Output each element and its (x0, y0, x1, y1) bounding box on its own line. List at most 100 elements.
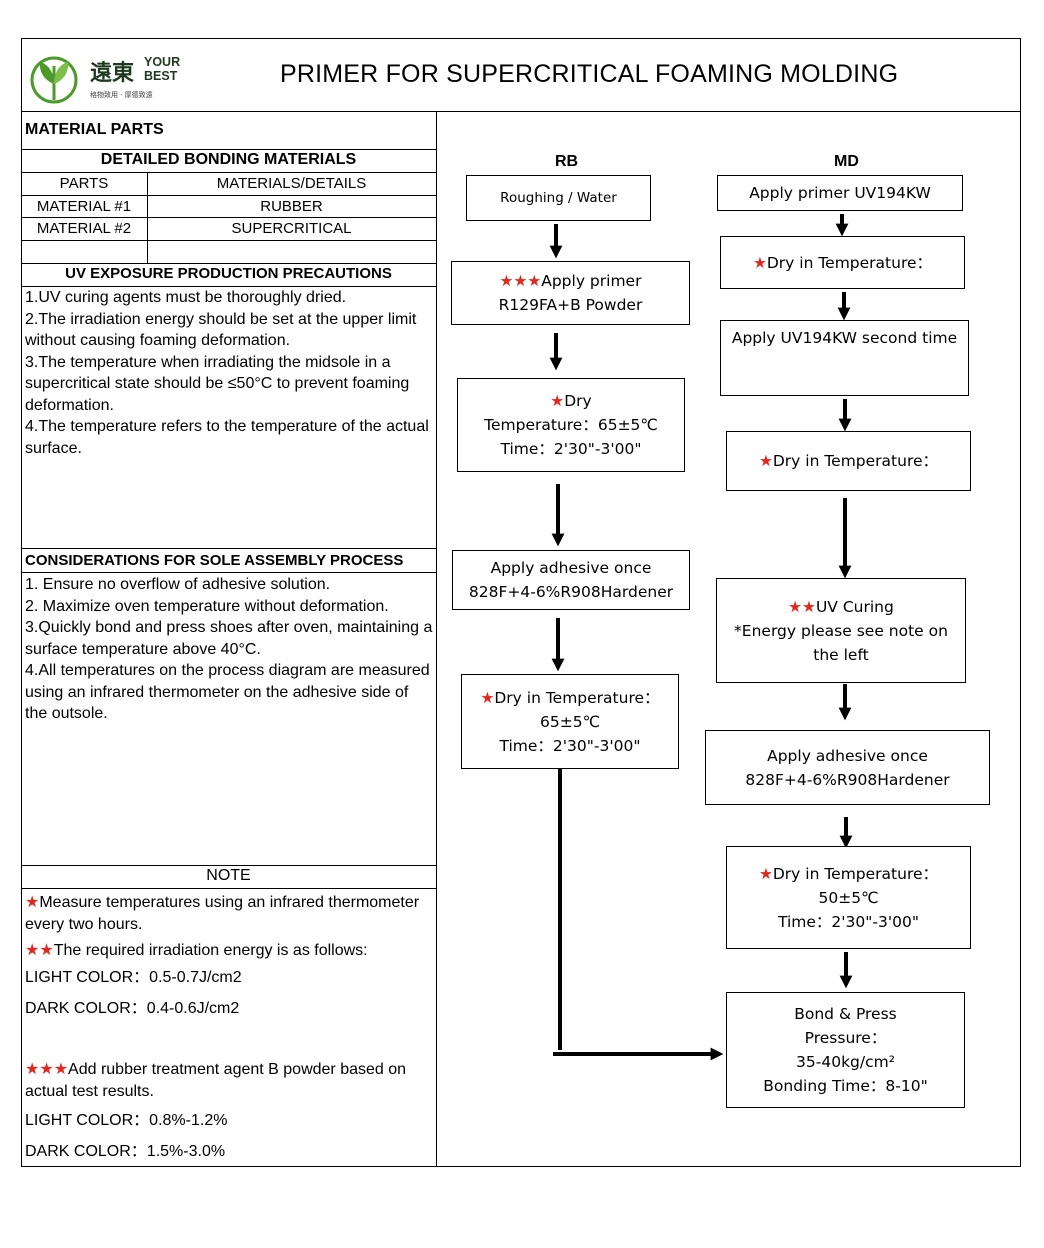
md-step-second-coat: Apply UV194KW second time (720, 320, 969, 396)
sole-assembly-heading: CONSIDERATIONS FOR SOLE ASSEMBLY PROCESS (25, 552, 404, 569)
section-line (21, 548, 436, 549)
material-parts-heading: MATERIAL PARTS (25, 121, 164, 138)
sole-item: 1. Ensure no overflow of adhesive soluti… (25, 576, 331, 593)
md-step5-note-2: the left (813, 645, 869, 664)
rb-step5-text: Dry in Temperature： (494, 688, 660, 707)
rb-step4-material: 828F+4-6%R908Hardener (468, 583, 674, 601)
star-icon: ★ (758, 452, 773, 470)
rb-step3-text: Dry (564, 392, 592, 410)
uv-precautions-heading: UV EXPOSURE PRODUCTION PRECAUTIONS (65, 265, 392, 282)
md-step8-time: Bonding Time：8-10" (763, 1077, 928, 1095)
column-divider (436, 111, 437, 1167)
uv-item: 3.The temperature when irradiating the m… (25, 353, 410, 414)
col-details-header: MATERIALS/DETAILS (216, 175, 367, 192)
uv-item: 2.The irradiation energy should be set a… (25, 310, 417, 350)
table-line (21, 217, 436, 218)
table-line (21, 149, 22, 286)
rb-step-adhesive: Apply adhesive once 828F+4-6%R908Hardene… (452, 550, 690, 610)
md-step5-note: *Energy please see note on (734, 621, 948, 640)
section-line (21, 572, 436, 573)
page-title: PRIMER FOR SUPERCRITICAL FOAMING MOLDING (280, 60, 899, 88)
uv-item: 1.UV curing agents must be thoroughly dr… (25, 289, 347, 306)
dark-color-powder: DARK COLOR：1.5%-3.0% (25, 1143, 226, 1160)
rb-column-label: RB (555, 153, 579, 170)
light-color-powder: LIGHT COLOR：0.8%-1.2% (25, 1112, 228, 1129)
rb-step1-text: Roughing / Water (500, 190, 617, 206)
rb-step3-temp: Temperature：65±5℃ (484, 416, 658, 434)
uv-precautions-list: 1.UV curing agents must be thoroughly dr… (25, 287, 433, 459)
note-3: ★★★Add rubber treatment agent B powder b… (25, 1059, 433, 1102)
star-icon: ★★★ (25, 1061, 69, 1078)
sole-item: 4.All temperatures on the process diagra… (25, 662, 430, 722)
star-icon: ★ (25, 894, 40, 911)
logo-english-text: YOUR BEST (144, 55, 180, 83)
md-step7-text: Dry in Temperature： (772, 864, 939, 883)
rb-step2-material: R129FA+B Powder (498, 296, 643, 314)
row1-part: MATERIAL #1 (36, 198, 132, 215)
header-divider (21, 111, 1021, 112)
note-2-text: The required irradiation energy is as fo… (53, 942, 368, 959)
md-step8-text: Bond & Press (794, 1005, 897, 1023)
md-step7-temp: 50±5℃ (818, 888, 879, 907)
rb-step-roughing: Roughing / Water (466, 175, 651, 221)
table-line (21, 263, 436, 264)
rb-step-apply-primer: ★★★Apply primer R129FA+B Powder (451, 261, 690, 325)
star-icon: ★ (550, 392, 565, 410)
star-icon: ★ (752, 253, 767, 272)
rb-step-dry-2: ★Dry in Temperature： 65±5℃ Time：2'30"-3'… (461, 674, 679, 769)
note-heading: NOTE (206, 867, 251, 884)
section-line (21, 865, 436, 866)
md-step8-pressure-label: Pressure： (804, 1029, 887, 1047)
logo-en-line1: YOUR (144, 55, 181, 69)
md-step-uv-curing: ★★UV Curing *Energy please see note on t… (716, 578, 966, 683)
row1-detail: RUBBER (260, 198, 323, 215)
md-step-adhesive: Apply adhesive once 828F+4-6%R908Hardene… (705, 730, 990, 805)
logo-chinese-text: 遠東 (90, 61, 135, 86)
table-line (21, 149, 436, 150)
dark-color-energy: DARK COLOR：0.4-0.6J/cm2 (25, 1000, 240, 1017)
light-color-energy: LIGHT COLOR：0.5-0.7J/cm2 (25, 969, 242, 986)
md-step4-text: Dry in Temperature： (772, 452, 939, 470)
md-step8-pressure: 35-40kg/cm² (796, 1053, 895, 1071)
md-step2-text: Dry in Temperature： (766, 253, 933, 272)
md-step6-material: 828F+4-6%R908Hardener (745, 770, 950, 789)
star-icon: ★★ (788, 597, 816, 616)
md-step-dry-3: ★Dry in Temperature： 50±5℃ Time：2'30"-3'… (726, 846, 971, 949)
table-line (21, 195, 436, 196)
flow-arrows (549, 214, 853, 1061)
note-1: ★Measure temperatures using an infrared … (25, 892, 433, 935)
detailed-bonding-heading: DETAILED BONDING MATERIALS (100, 151, 357, 168)
note-1-text: Measure temperatures using an infrared t… (25, 894, 420, 933)
star-icon: ★★★ (499, 272, 542, 290)
md-step6-text: Apply adhesive once (767, 746, 928, 765)
md-column-label: MD (834, 153, 859, 170)
row2-detail: SUPERCRITICAL (231, 220, 352, 237)
note-2: ★★The required irradiation energy is as … (25, 940, 433, 962)
rb-step3-time: Time：2'30"-3'00" (500, 440, 642, 458)
uv-item: 4.The temperature refers to the temperat… (25, 418, 429, 457)
rb-step2-text: Apply primer (541, 272, 642, 290)
md-step-apply-primer: Apply primer UV194KW (717, 175, 963, 211)
rb-step5-time: Time：2'30"-3'00" (499, 736, 641, 755)
md-step5-text: UV Curing (815, 597, 894, 616)
table-line (21, 240, 436, 241)
md-step-dry-2: ★Dry in Temperature： (726, 431, 971, 491)
rb-step-dry: ★Dry Temperature：65±5℃ Time：2'30"-3'00" (457, 378, 685, 472)
row2-part: MATERIAL #2 (36, 220, 132, 237)
md-step7-time: Time：2'30"-3'00" (778, 912, 919, 931)
star-icon: ★★ (25, 942, 54, 959)
logo-leaf-icon (30, 56, 78, 104)
section-line (21, 888, 436, 889)
document-frame (21, 38, 1021, 1167)
star-icon: ★ (480, 688, 495, 707)
sole-item: 3.Quickly bond and press shoes after ove… (25, 619, 433, 658)
md-step-bond-press: Bond & Press Pressure： 35-40kg/cm² Bondi… (726, 992, 965, 1108)
col-parts-header: PARTS (59, 175, 109, 192)
sole-assembly-list: 1. Ensure no overflow of adhesive soluti… (25, 574, 433, 725)
table-col-line (147, 172, 148, 263)
sole-item: 2. Maximize oven temperature without def… (25, 597, 389, 615)
md-step1-text: Apply primer UV194KW (749, 184, 931, 202)
star-icon: ★ (758, 864, 773, 883)
note-3-text: Add rubber treatment agent B powder base… (25, 1061, 407, 1100)
rb-step4-text: Apply adhesive once (490, 559, 652, 577)
